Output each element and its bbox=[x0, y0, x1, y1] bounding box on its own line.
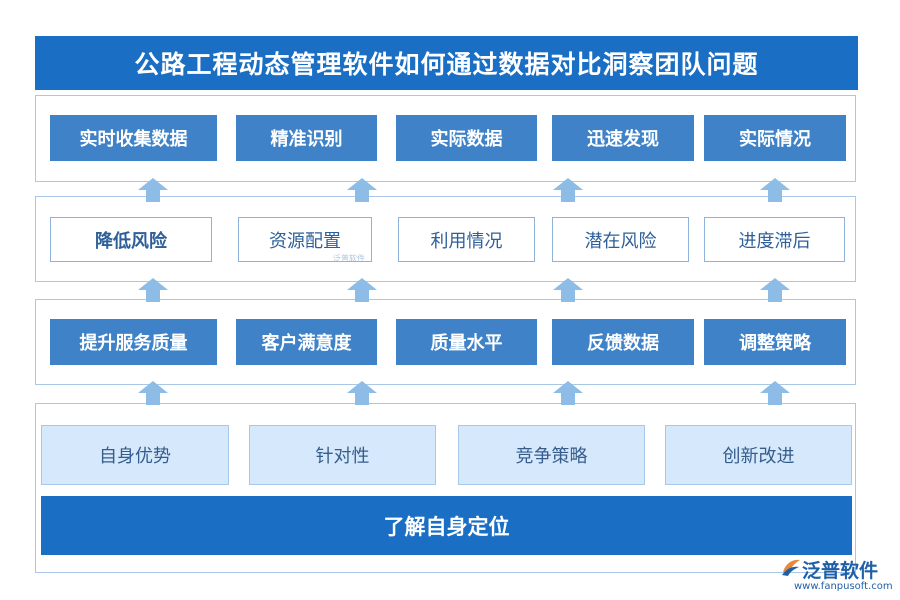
box-row1-3: 实际数据 bbox=[396, 115, 537, 161]
up-arrow-icon bbox=[760, 381, 790, 405]
box-row4-1: 自身优势 bbox=[41, 425, 229, 485]
up-arrow-icon bbox=[553, 178, 583, 202]
up-arrow-icon bbox=[553, 278, 583, 302]
logo-url: www.fanpusoft.com bbox=[794, 581, 893, 592]
bottom-bar: 了解自身定位 bbox=[41, 496, 852, 555]
box-row2-1: 降低风险 bbox=[50, 217, 212, 262]
box-row2-4: 潜在风险 bbox=[552, 217, 689, 262]
box-row1-5: 实际情况 bbox=[704, 115, 846, 161]
up-arrow-icon bbox=[138, 381, 168, 405]
box-row1-2: 精准识别 bbox=[236, 115, 377, 161]
box-row2-2: 资源配置 bbox=[238, 217, 372, 262]
box-row1-4: 迅速发现 bbox=[552, 115, 694, 161]
box-row3-5: 调整策略 bbox=[704, 319, 846, 365]
box-row4-2: 针对性 bbox=[249, 425, 436, 485]
logo-mark-icon bbox=[782, 559, 800, 576]
box-row4-4: 创新改进 bbox=[665, 425, 852, 485]
box-row2-3: 利用情况 bbox=[398, 217, 535, 262]
watermark: 泛普软件 bbox=[333, 254, 365, 263]
up-arrow-icon bbox=[553, 381, 583, 405]
up-arrow-icon bbox=[760, 178, 790, 202]
box-row1-1: 实时收集数据 bbox=[50, 115, 217, 161]
up-arrow-icon bbox=[347, 381, 377, 405]
up-arrow-icon bbox=[347, 178, 377, 202]
box-row4-3: 竞争策略 bbox=[458, 425, 645, 485]
up-arrow-icon bbox=[138, 278, 168, 302]
up-arrow-icon bbox=[138, 178, 168, 202]
box-row2-5: 进度滞后 bbox=[704, 217, 845, 262]
brand-logo: 泛普软件 www.fanpusoft.com bbox=[780, 556, 895, 596]
up-arrow-icon bbox=[760, 278, 790, 302]
page-title: 公路工程动态管理软件如何通过数据对比洞察团队问题 bbox=[35, 36, 858, 90]
box-row3-3: 质量水平 bbox=[396, 319, 537, 365]
box-row3-1: 提升服务质量 bbox=[50, 319, 217, 365]
box-row3-4: 反馈数据 bbox=[552, 319, 694, 365]
up-arrow-icon bbox=[347, 278, 377, 302]
logo-text: 泛普软件 bbox=[802, 560, 879, 582]
box-row3-2: 客户满意度 bbox=[236, 319, 377, 365]
